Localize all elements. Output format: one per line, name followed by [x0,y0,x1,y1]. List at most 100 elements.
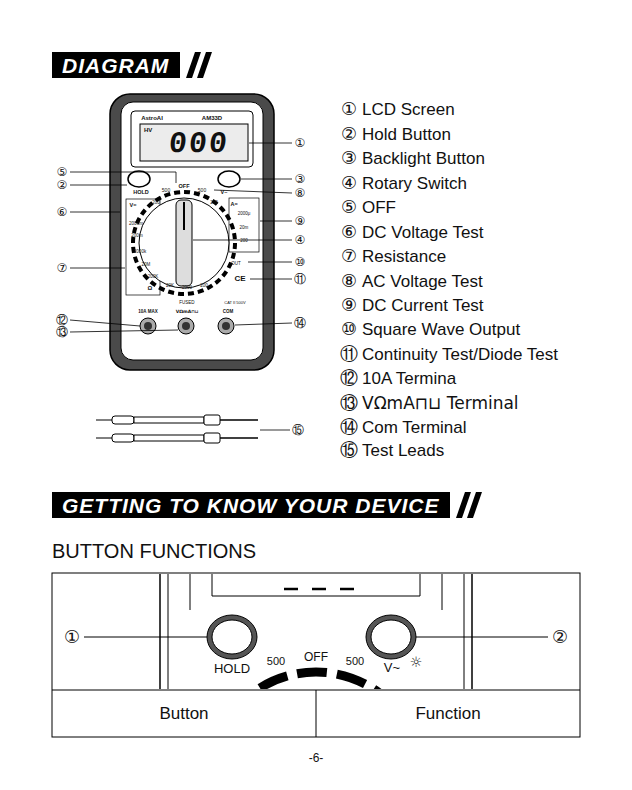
list-number: ⑬ [340,394,358,412]
list-number: ⑨ [341,296,357,314]
callout-number: ⑨ [295,215,306,227]
meter-face [121,102,263,360]
button-label: V~ [384,661,400,674]
meter-housing [110,94,274,370]
meter-label: 200 [152,201,160,206]
meter-label: 2000μ [238,212,251,217]
meter-label: AstroAI [141,115,163,121]
button-label: OFF [304,651,328,663]
meter-label: V= [130,203,137,209]
list-number: ⑪ [340,345,358,363]
meter-label: COM [223,310,234,315]
callout-number: ⑥ [57,206,68,218]
list-number: ④ [341,174,357,192]
title-banner: DIAGRAM [52,52,180,78]
meter-label: Ω [148,285,153,291]
callout-number: ③ [295,173,306,185]
meter-label: AM33D [202,115,222,121]
meter-label: 10A MAX [138,310,157,315]
callout-number: ⑩ [295,256,306,268]
meter-label: 2000 [182,286,192,291]
callout-number: ⑫ [56,314,68,326]
meter-label: 500 [198,188,206,193]
node-text: Button [159,705,208,722]
callout-number: ① [64,628,80,646]
terminal-vohm [178,318,194,334]
callout-number: ⑧ [295,187,306,199]
table-rule [316,690,317,737]
button-label: HOLD [214,662,250,675]
terminal-com [218,318,234,334]
list-number: ⑩ [341,320,357,338]
list-text: 10A Termina [362,370,456,387]
lcd-window [140,124,248,161]
node-text: GETTING TO KNOW YOUR DEVICE [62,495,439,516]
list-text: Continuity Test/Diode Test [362,346,558,363]
meter-label: OUT [231,262,241,267]
list-text: Resistance [362,248,446,265]
button-label: 500 [267,656,285,667]
meter-label: 20m [240,226,249,231]
list-text: Backlight Button [362,150,485,167]
callout-number: ② [57,179,68,191]
meter-label: 2000k [134,250,146,255]
callout-number: ⑦ [57,262,68,274]
list-number: ⑥ [341,223,357,241]
banner-slash [197,52,212,78]
callout-number: ⑤ [57,166,68,178]
callout-number: ② [552,628,568,646]
callout-number: ⑭ [294,317,306,329]
meter-label: 200K [148,275,159,280]
lcd-indicator: HV [144,127,152,133]
list-text: Test Leads [362,442,444,459]
list-number: ⑮ [340,441,358,459]
leader-lines [84,637,548,638]
page-number: -6- [309,752,324,764]
meter-label: 200 [200,284,208,289]
meter-label: OFF [179,184,190,190]
meter-label: HOLD [133,190,149,196]
list-number: ⑭ [340,418,358,436]
leader-lines [70,143,292,430]
list-number: ① [341,100,357,118]
callout-number: ⑮ [292,424,304,436]
callout-number: ⑬ [56,326,68,338]
dial-ticks [133,192,235,294]
button-label: 500 [346,656,364,667]
section-heading: BUTTON FUNCTIONS [52,541,256,561]
node-text: DIAGRAM [62,55,169,76]
backlight-symbol: ☼ [410,655,423,669]
callout-number: ① [295,137,306,149]
list-text: LCD Screen [362,101,455,118]
list-number: ③ [341,149,357,167]
zoom-illustration [160,574,472,689]
list-text: OFF [362,199,396,216]
backlight-button [218,171,240,187]
meter-label: 500 [162,188,170,193]
list-text: DC Current Test [362,297,484,314]
list-text: Square Wave Output [362,321,520,338]
list-text: Rotary Switch [362,175,467,192]
meter-label: 200 [210,201,218,206]
node-text: Function [415,705,480,722]
test-leads [96,415,258,443]
meter-label: CAT II 500V [224,301,245,305]
callout-number: ④ [295,234,306,246]
hold-button [128,171,150,187]
terminal-10a [140,318,156,334]
list-number: ⑦ [341,247,357,265]
list-text: Hold Button [362,126,451,143]
banner-slash [467,492,482,518]
table-header-cell: Button [52,690,316,737]
meter-label: VΩmA⊓⊔ [176,310,199,315]
list-text: VΩmA⊓⊔ Terminal [362,395,519,412]
meter-label: V~ [221,190,228,196]
lcd-display: HV000 [140,124,248,161]
meter-label: FUSED [179,301,194,306]
meter-label: CE [234,275,245,283]
callout-number: ⑪ [294,273,306,285]
list-number: ② [341,125,357,143]
section-banner: GETTING TO KNOW YOUR DEVICE [52,492,450,518]
